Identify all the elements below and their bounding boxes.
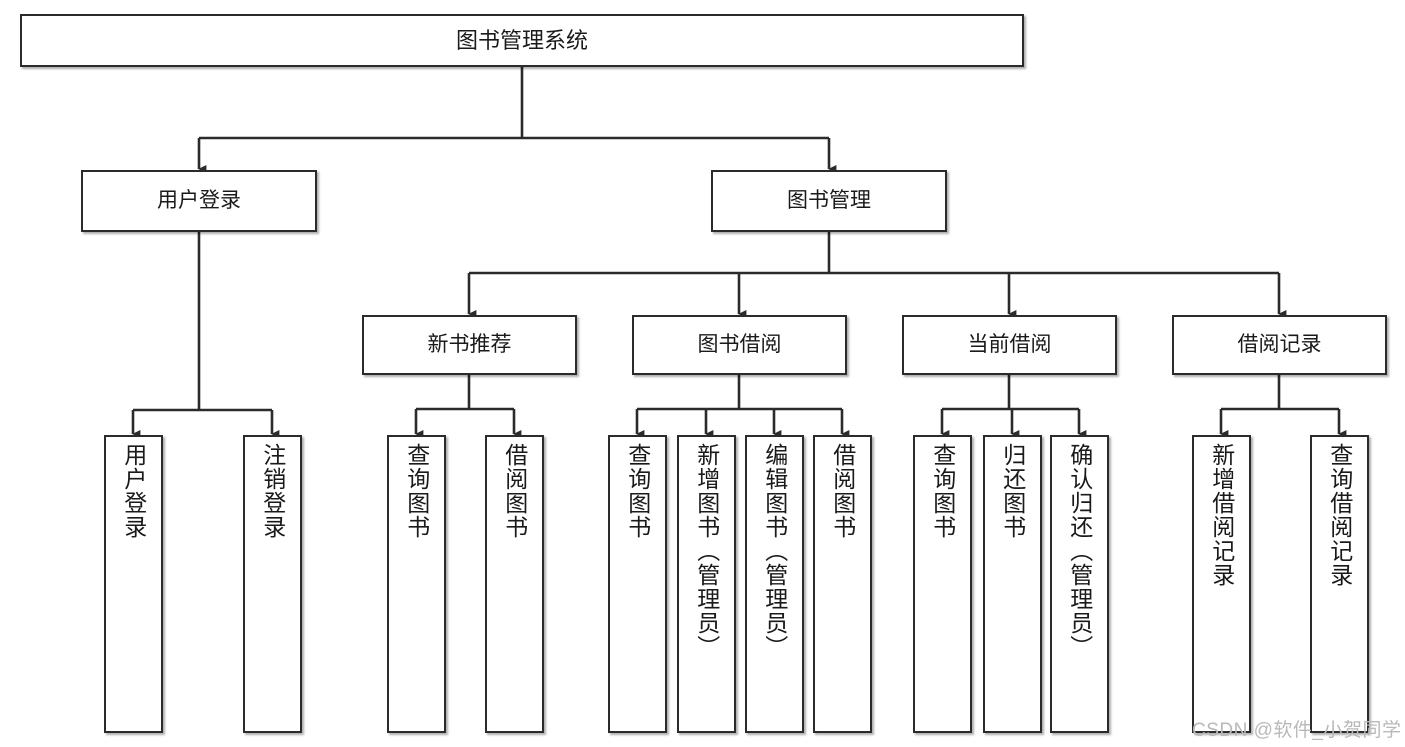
node-label: 图书借阅 bbox=[697, 332, 782, 356]
node-leaf-query-book-2[interactable]: 查询图书 bbox=[608, 435, 667, 733]
node-label: 新增图书（管理员） bbox=[693, 443, 720, 659]
node-label: 归还图书 bbox=[999, 443, 1026, 539]
node-label: 注销登录 bbox=[259, 443, 286, 539]
node-label: 查询图书 bbox=[929, 443, 956, 539]
node-label: 查询图书 bbox=[624, 443, 651, 539]
node-label: 借阅图书 bbox=[501, 443, 528, 539]
node-label: 当前借阅 bbox=[967, 332, 1052, 356]
node-user-login[interactable]: 用户登录 bbox=[81, 170, 317, 232]
node-label: 新增借阅记录 bbox=[1208, 443, 1235, 587]
node-leaf-user-login[interactable]: 用户登录 bbox=[104, 435, 163, 733]
node-leaf-edit-book[interactable]: 编辑图书（管理员） bbox=[745, 435, 804, 733]
node-leaf-query-book-1[interactable]: 查询图书 bbox=[387, 435, 446, 733]
node-leaf-borrow-book-1[interactable]: 借阅图书 bbox=[485, 435, 544, 733]
node-label: 借阅记录 bbox=[1237, 332, 1322, 356]
node-label: 用户登录 bbox=[157, 188, 241, 212]
node-book-manage[interactable]: 图书管理 bbox=[711, 170, 947, 232]
node-new-book-rec[interactable]: 新书推荐 bbox=[362, 315, 577, 375]
node-root[interactable]: 图书管理系统 bbox=[20, 14, 1024, 67]
node-book-borrow[interactable]: 图书借阅 bbox=[632, 315, 847, 375]
node-current-borrow[interactable]: 当前借阅 bbox=[902, 315, 1117, 375]
node-leaf-query-book-3[interactable]: 查询图书 bbox=[913, 435, 972, 733]
node-label: 编辑图书（管理员） bbox=[761, 443, 788, 659]
node-leaf-query-record[interactable]: 查询借阅记录 bbox=[1310, 435, 1369, 733]
node-label: 用户登录 bbox=[120, 443, 147, 539]
node-label: 新书推荐 bbox=[427, 332, 512, 356]
node-label: 图书管理 bbox=[787, 188, 871, 212]
node-leaf-add-record[interactable]: 新增借阅记录 bbox=[1192, 435, 1251, 733]
node-label: 确认归还（管理员） bbox=[1066, 443, 1093, 659]
node-leaf-confirm-return[interactable]: 确认归还（管理员） bbox=[1050, 435, 1109, 733]
node-label: 查询图书 bbox=[403, 443, 430, 539]
node-borrow-record[interactable]: 借阅记录 bbox=[1172, 315, 1387, 375]
node-label: 图书管理系统 bbox=[455, 27, 588, 53]
node-leaf-return-book[interactable]: 归还图书 bbox=[983, 435, 1042, 733]
csdn-watermark: CSDN @软件_小贺同学 bbox=[1192, 720, 1402, 741]
node-leaf-add-book[interactable]: 新增图书（管理员） bbox=[677, 435, 736, 733]
node-label: 借阅图书 bbox=[829, 443, 856, 539]
node-leaf-user-logout[interactable]: 注销登录 bbox=[243, 435, 302, 733]
node-leaf-borrow-book-2[interactable]: 借阅图书 bbox=[813, 435, 872, 733]
node-label: 查询借阅记录 bbox=[1326, 443, 1353, 587]
